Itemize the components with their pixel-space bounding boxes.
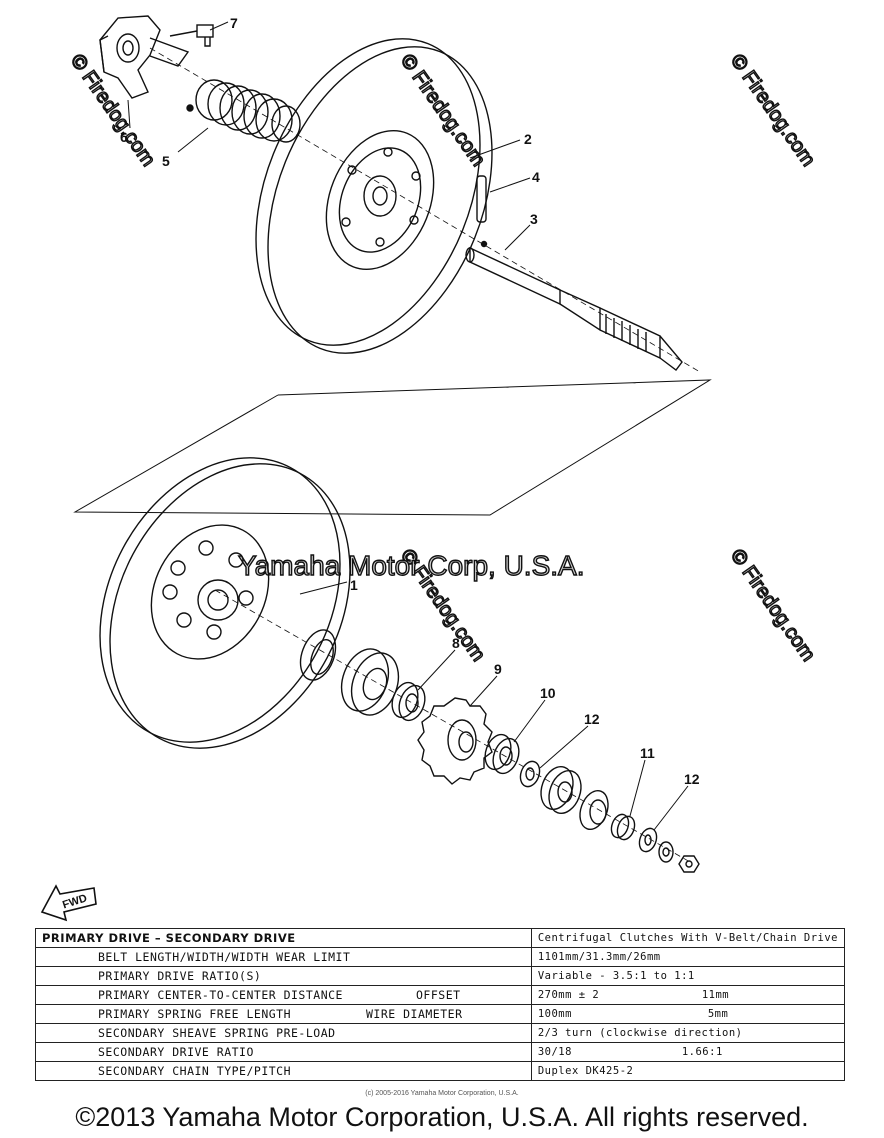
bearing: [340, 648, 400, 716]
callout-11: 11: [640, 745, 655, 761]
spec-value: Variable - 3.5:1 to 1:1: [530, 966, 846, 986]
table-row: PRIMARY DRIVE – SECONDARY DRIVE Centrifu…: [35, 928, 846, 948]
washer-part-12b: [638, 827, 658, 853]
spec-name-secondary: WIRE DIAMETER: [366, 1007, 463, 1021]
spec-value: 30/18: [537, 1046, 572, 1058]
leader-lines: [127, 21, 689, 831]
spec-value: 1101mm/31.3mm/26mm: [530, 947, 846, 967]
pin-part-4: [476, 175, 487, 223]
callout-labels: 7 6 5 2 4 3 1 8 9 10 12 11 12: [120, 15, 700, 787]
table-row: SECONDARY CHAIN TYPE/PITCH Duplex DK425-…: [35, 1061, 846, 1081]
shaft-part-3: [465, 240, 683, 371]
spec-name-secondary: OFFSET: [416, 988, 461, 1002]
callout-6: 6: [120, 129, 128, 145]
callout-8: 8: [452, 635, 460, 651]
callout-4: 4: [532, 169, 540, 185]
callout-1: 1: [350, 577, 358, 593]
watermark-group: © Firedog.com © Firedog.com © Firedog.co…: [65, 50, 820, 667]
spec-value: 270mm ± 2: [537, 989, 600, 1001]
table-row: SECONDARY DRIVE RATIO 30/18 1.66:1: [35, 1042, 846, 1062]
fwd-arrow-icon: FWD: [38, 882, 98, 922]
small-copyright-notice: (c) 2005-2016 Yamaha Motor Corporation, …: [365, 1090, 519, 1097]
watermark-firedog: © Firedog.com: [396, 50, 489, 170]
spec-name: BELT LENGTH/WIDTH/WIDTH WEAR LIMIT: [98, 950, 351, 964]
lock-washer: [658, 841, 674, 863]
spring-part-5: [186, 79, 301, 143]
exploded-parts-diagram: © Firedog.com © Firedog.com © Firedog.co…: [65, 15, 820, 873]
spec-name: PRIMARY DRIVE RATIO(S): [98, 969, 262, 983]
table-row: PRIMARY DRIVE RATIO(S) Variable - 3.5:1 …: [35, 966, 846, 986]
watermark-yamaha: Yamaha Motor Corp, U.S.A.: [238, 550, 585, 581]
table-row: BELT LENGTH/WIDTH/WIDTH WEAR LIMIT 1101m…: [35, 947, 846, 967]
watermark-firedog: © Firedog.com: [66, 50, 159, 170]
callout-2: 2: [524, 131, 532, 147]
collar-part-11: [610, 813, 636, 841]
specifications-table: PRIMARY DRIVE – SECONDARY DRIVE Centrifu…: [35, 928, 846, 1081]
watermark-firedog: © Firedog.com: [726, 545, 819, 665]
spec-value-secondary: 1.66:1: [681, 1046, 723, 1058]
spec-value: 100mm: [537, 1008, 572, 1020]
fitting-part-7: [169, 24, 214, 47]
spec-header-name: PRIMARY DRIVE – SECONDARY DRIVE: [35, 928, 532, 948]
sprocket-part-9: [417, 697, 493, 785]
spec-value-secondary: 11mm: [701, 989, 730, 1001]
seal-ring: [299, 629, 337, 681]
spec-value: 2/3 turn (clockwise direction): [530, 1023, 846, 1043]
axis-lines: [149, 47, 701, 863]
bracket-part-6: [99, 15, 190, 99]
callout-7: 7: [230, 15, 238, 31]
callout-5: 5: [162, 153, 170, 169]
spec-name: SECONDARY SHEAVE SPRING PRE-LOAD: [98, 1026, 336, 1040]
spec-name: SECONDARY CHAIN TYPE/PITCH: [98, 1064, 292, 1078]
washer-part-12: [519, 760, 541, 788]
nut: [678, 855, 700, 873]
callout-12: 12: [584, 711, 600, 727]
callout-10: 10: [540, 685, 556, 701]
collar-part-10: [484, 733, 520, 775]
spec-value: Duplex DK425-2: [530, 1061, 846, 1081]
spec-value-secondary: 5mm: [707, 1008, 729, 1020]
sheave-part-2: [255, 38, 493, 354]
watermark-firedog: © Firedog.com: [726, 50, 819, 170]
callout-12b: 12: [684, 771, 700, 787]
collar-part-8: [391, 681, 426, 722]
callout-9: 9: [494, 661, 502, 677]
table-row: SECONDARY SHEAVE SPRING PRE-LOAD 2/3 tur…: [35, 1023, 846, 1043]
sheave-part-1: [99, 457, 351, 749]
spec-name: PRIMARY CENTER-TO-CENTER DISTANCE: [98, 988, 343, 1002]
seal-ring-2: [579, 789, 609, 831]
spec-name: PRIMARY SPRING FREE LENGTH: [98, 1007, 292, 1021]
copyright-footer: ©2013 Yamaha Motor Corporation, U.S.A. A…: [75, 1102, 809, 1132]
spec-name: SECONDARY DRIVE RATIO: [98, 1045, 254, 1059]
spec-header-value: Centrifugal Clutches With V-Belt/Chain D…: [530, 928, 846, 948]
alignment-frame: [73, 379, 712, 516]
callout-3: 3: [530, 211, 538, 227]
bearing-2: [540, 765, 582, 815]
